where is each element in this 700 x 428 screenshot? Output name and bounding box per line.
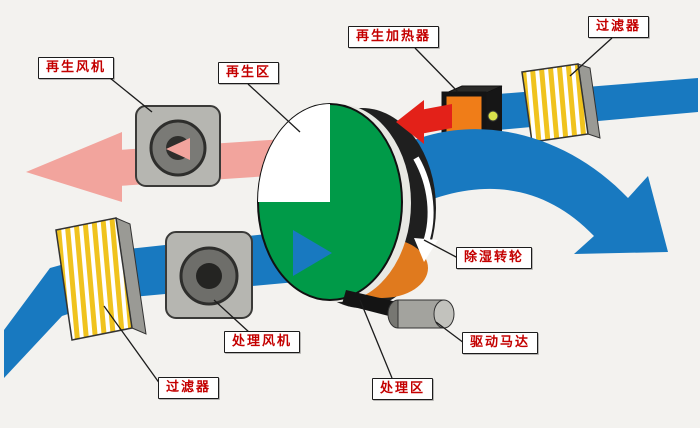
label-regen-zone: 再生区 [218,62,280,84]
label-filter-top: 过滤器 [588,16,650,38]
label-filter-bottom: 过滤器 [158,377,220,399]
regen-fan-flow-arrow [166,138,190,160]
motor-front-cap [433,299,455,329]
desiccant-wheel [257,103,438,308]
leader-regen-zone [247,83,301,133]
drive-motor-unit [342,290,455,329]
filter-bottom-media [55,217,133,341]
wheel-rotation-arrow-shaft [413,156,434,243]
wheel-process-flow-arrow [293,230,332,276]
filter-top-media [521,63,589,143]
label-wheel: 除湿转轮 [456,247,533,269]
label-regen-heater: 再生加热器 [348,26,440,48]
label-process-fan: 处理风机 [224,331,301,353]
process-fan-unit [165,231,253,319]
label-process-zone: 处理区 [372,378,434,400]
filter-bottom-unit [55,217,147,341]
leader-regen-fan [109,77,153,113]
leader-motor [435,321,465,344]
hot-air-arrow [396,100,452,144]
leader-regen-heater [414,47,459,93]
leader-process-zone [359,299,393,379]
process-fan-hub [196,263,222,289]
process-air-outlet-arrow [392,129,668,254]
regen-fan-unit [135,105,221,187]
leader-filter-bottom [103,305,161,385]
regen-exhaust-head [26,132,122,202]
wheel-regen-sector [258,104,330,202]
label-motor: 驱动马达 [462,332,539,354]
leader-filter-top [569,37,613,77]
hot-air-arrow-body [420,104,452,134]
label-regen-fan: 再生风机 [38,57,115,79]
leader-lines [103,37,613,385]
filter-top-unit [521,63,601,143]
heater-lamp [487,110,499,122]
hot-air-arrow-head [396,100,424,144]
leader-wheel [423,239,459,259]
leader-process-fan [213,299,251,334]
